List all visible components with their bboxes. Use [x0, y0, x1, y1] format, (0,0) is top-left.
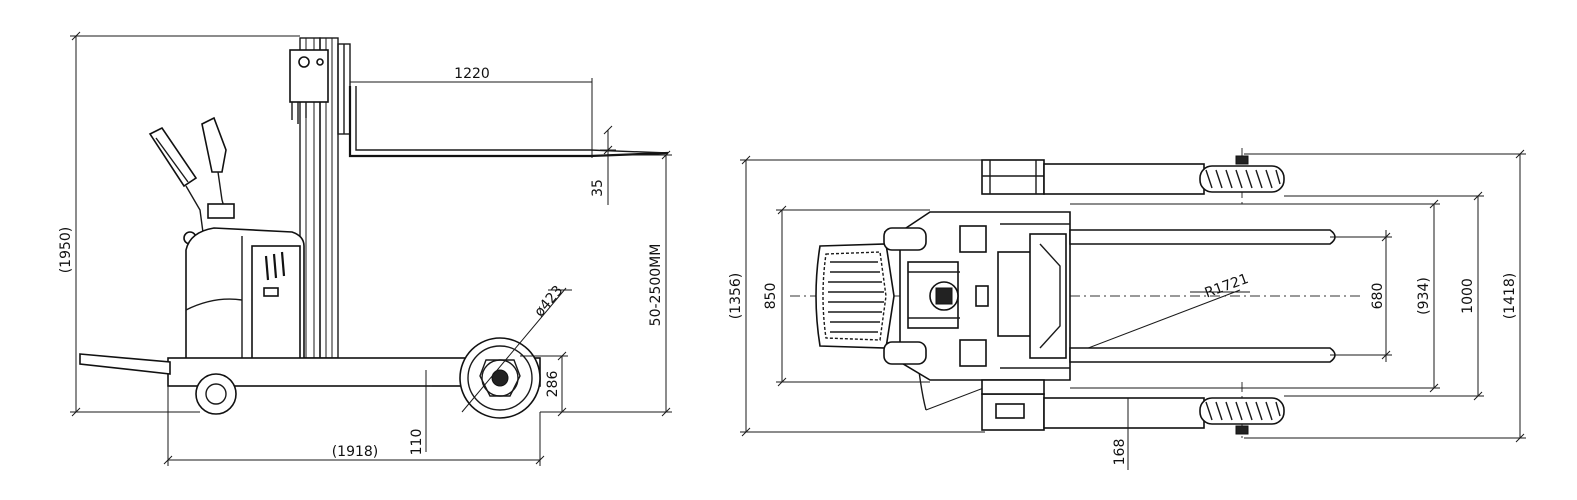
power-unit-body: [185, 227, 305, 369]
dim-overall-length: (1918): [163, 386, 545, 466]
dim-overall-length-label: (1918): [332, 444, 379, 460]
side-view: (1950) 1220 35: [58, 31, 672, 466]
mast-top: [981, 159, 1045, 431]
forks-top: [1069, 229, 1336, 363]
dim-axle-height-label: 286: [545, 371, 561, 398]
dim-wheel-diameter-label: ø423: [531, 283, 566, 320]
top-view: (1356) 850 R1721: [728, 148, 1526, 470]
dim-lift-range: 50-2500MM: [540, 150, 672, 417]
dim-fork-thickness-label: 35: [590, 179, 606, 197]
dim-fork-spread: 680: [1330, 230, 1392, 362]
dim-lift-range-label: 50-2500MM: [648, 244, 664, 327]
chassis-top: [883, 211, 1071, 381]
dim-turn-radius-label: R1721: [1203, 271, 1251, 302]
operator-platform: [815, 243, 895, 349]
load-wheels: [1199, 155, 1285, 435]
dim-width-1000-label: 1000: [1460, 278, 1476, 314]
dim-width-1418-label: (1418): [1502, 273, 1518, 320]
dim-overall-width: (1356): [728, 155, 985, 437]
dim-overall-height-label: (1950): [58, 227, 74, 274]
dim-offset-label: 168: [1112, 439, 1128, 466]
raised-fork: 1220 35: [348, 66, 669, 205]
dim-overall-width-label: (1356): [728, 273, 744, 320]
dim-width-934-label: (934): [1416, 277, 1432, 315]
dim-ground-clearance-label: 110: [409, 429, 425, 456]
mast: [289, 37, 351, 359]
dim-width-850: 850: [763, 205, 930, 387]
tiller-handles: [148, 116, 235, 245]
dim-width-850-label: 850: [763, 283, 779, 310]
dim-axle-height: 286: [520, 351, 568, 417]
dim-fork-spread-label: 680: [1370, 283, 1386, 310]
dim-width-1000: 1000: [1284, 191, 1484, 401]
dim-ground-clearance: 110: [409, 385, 432, 456]
dim-width-934: (934): [1070, 199, 1440, 393]
dim-width-1418: (1418): [1244, 149, 1526, 443]
dim-offset: 168: [1112, 398, 1129, 470]
dim-overall-height: (1950): [58, 31, 300, 417]
dim-fork-length-label: 1220: [454, 66, 490, 82]
